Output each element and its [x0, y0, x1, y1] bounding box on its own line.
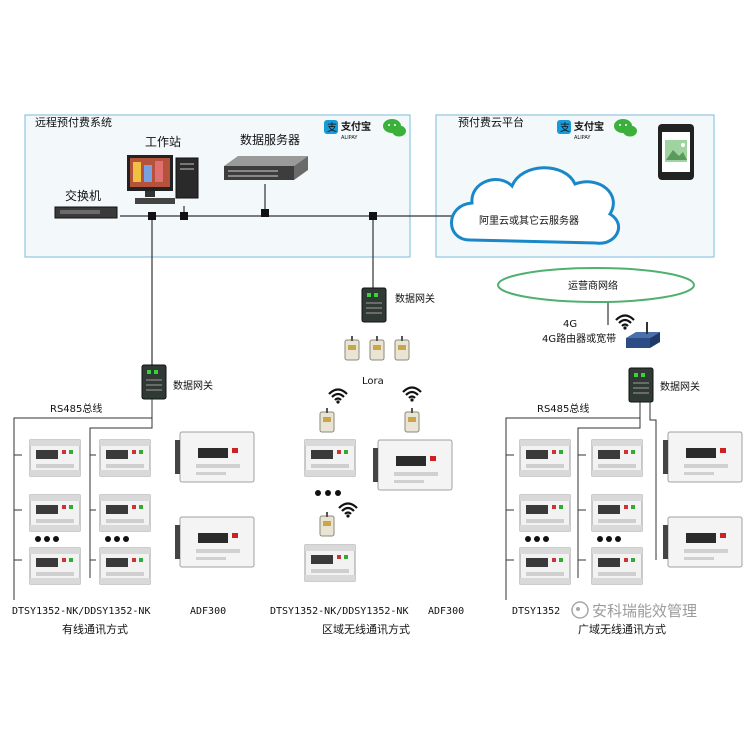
- svg-text:支: 支: [560, 122, 570, 134]
- meter-device: [99, 547, 151, 585]
- alipay-logo-1: 支 支付宝 ALIPAY: [324, 120, 371, 141]
- cloud-label: 阿里云或其它云服务器: [479, 214, 579, 227]
- gateway-label: 数据网关: [173, 379, 213, 392]
- section3-model-left: DTSY1352: [512, 606, 560, 617]
- cloud-platform-title: 预付费云平台: [458, 115, 524, 129]
- adf300-device: [174, 431, 255, 483]
- lora-module: [369, 335, 385, 361]
- mobile-phone-icon: [658, 124, 694, 180]
- wechat-icon: [383, 119, 406, 137]
- adf300-device: [662, 431, 743, 483]
- section1-mode: 有线通讯方式: [62, 622, 128, 636]
- gateway-label: 数据网关: [660, 380, 700, 393]
- meter-device: [591, 439, 643, 477]
- watermark-text: 安科瑞能效管理: [592, 602, 697, 620]
- svg-text:支: 支: [327, 122, 337, 134]
- section2-mode: 区域无线通讯方式: [322, 622, 410, 636]
- data-server-device: 数据服务器: [224, 132, 308, 180]
- wide-area-wireless-section: 数据网关 RS485总线 DTSY1352 广域无线通讯方式: [505, 367, 743, 636]
- 4g-router: 4G 4G路由器或宽带: [542, 314, 660, 348]
- section3-mode: 广域无线通讯方式: [578, 622, 666, 636]
- meter-device: [304, 544, 356, 582]
- cloud-server: 阿里云或其它云服务器: [450, 166, 621, 245]
- meter-device: [99, 494, 151, 532]
- adf300-device: [174, 516, 255, 568]
- section2-model-right: ADF300: [428, 606, 464, 617]
- meter-device: [29, 547, 81, 585]
- adf300-device: [662, 516, 743, 568]
- alipay-text-1: 支付宝: [340, 120, 371, 133]
- lora-module: [394, 335, 410, 361]
- operator-network: 运营商网络: [497, 267, 695, 325]
- gateway-device: [628, 367, 654, 403]
- router-label-1: 4G: [563, 319, 577, 330]
- regional-wireless-section: 数据网关 Lora DTSY1352-NK/DDSY1352-NK ADF300…: [270, 287, 464, 636]
- wifi-icon: [614, 314, 636, 331]
- meter-device: [29, 439, 81, 477]
- ellipsis-dots: [525, 536, 621, 542]
- remote-prepaid-system-box: 远程预付费系统: [24, 114, 411, 258]
- backbone-line: [120, 184, 500, 365]
- alipay-logo-2: 支 支付宝 ALIPAY: [557, 120, 604, 141]
- lora-module: [404, 407, 420, 433]
- gateway-device: [141, 364, 167, 400]
- meter-device: [591, 494, 643, 532]
- watermark: 安科瑞能效管理: [571, 601, 697, 620]
- lora-label: Lora: [362, 376, 384, 387]
- wechat-icon: [614, 119, 637, 137]
- lora-module: [344, 335, 360, 361]
- gateway-label: 数据网关: [395, 292, 435, 305]
- meter-device: [591, 547, 643, 585]
- data-server-label: 数据服务器: [240, 132, 300, 147]
- wired-section: 数据网关 RS485总线 DTSY1352-NK/DDSY1352-NK ADF…: [12, 364, 255, 636]
- ellipsis-dots: [315, 490, 341, 496]
- remote-system-title: 远程预付费系统: [35, 116, 112, 129]
- meter-device: [519, 494, 571, 532]
- workstation-label: 工作站: [145, 135, 181, 149]
- rs485-label: RS485总线: [50, 402, 102, 415]
- switch-label: 交换机: [65, 188, 101, 203]
- ellipsis-dots: [35, 536, 129, 542]
- router-label-2: 4G路由器或宽带: [542, 332, 616, 345]
- workstation-device: 工作站: [127, 135, 199, 204]
- meter-device: [304, 439, 356, 477]
- wifi-icon: [327, 388, 349, 405]
- meter-device: [519, 547, 571, 585]
- operator-network-label: 运营商网络: [568, 279, 618, 292]
- alipay-sub-2: ALIPAY: [574, 135, 591, 141]
- gateway-device: [361, 287, 387, 323]
- meter-device: [29, 494, 81, 532]
- section2-model-left: DTSY1352-NK/DDSY1352-NK: [270, 606, 408, 617]
- lora-module: [319, 511, 335, 537]
- meter-device: [519, 439, 571, 477]
- switch-device: 交换机: [54, 188, 118, 219]
- wifi-icon: [337, 502, 359, 519]
- wifi-icon: [401, 386, 423, 403]
- adf300-device: [372, 439, 453, 491]
- section1-model-left: DTSY1352-NK/DDSY1352-NK: [12, 606, 150, 617]
- rs485-label: RS485总线: [537, 402, 589, 415]
- alipay-sub-1: ALIPAY: [341, 135, 358, 141]
- alipay-text-2: 支付宝: [573, 120, 604, 133]
- meter-device: [99, 439, 151, 477]
- section1-model-right: ADF300: [190, 606, 226, 617]
- lora-module: [319, 407, 335, 433]
